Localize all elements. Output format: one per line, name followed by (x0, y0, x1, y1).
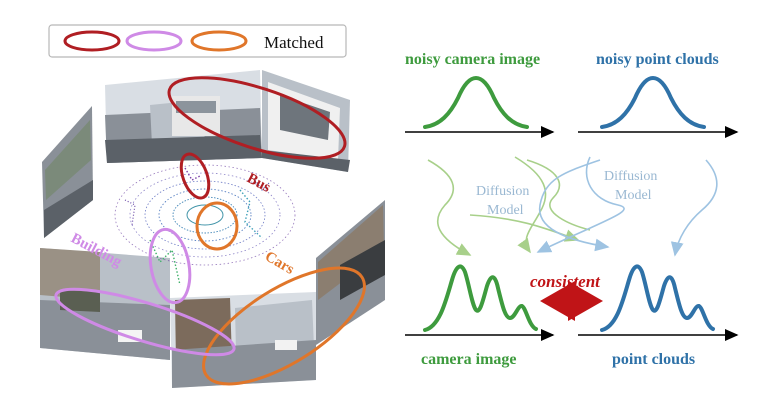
label-bus: Bus (244, 170, 273, 196)
label-cars: Cars (262, 249, 297, 278)
lidar-diffusion-arrow-3 (536, 156, 625, 253)
matched-ellipses (54, 76, 366, 386)
lidar-diffusion-arrow-1 (538, 159, 610, 252)
surround-camera-panels (40, 70, 385, 388)
legend-label: Matched (264, 33, 324, 52)
noisy-lidar-label: noisy point clouds (596, 51, 719, 68)
diffusion-arrows (427, 156, 718, 257)
bus-lidar-ellipse (179, 152, 211, 200)
diffusion-model-label-lidar-line1: Diffusion (604, 169, 657, 184)
point-clouds-label: point clouds (612, 351, 695, 368)
bus-image-ellipse (167, 76, 347, 160)
legend-box: Matched (48, 24, 347, 58)
consistent-label: consistent (530, 272, 601, 291)
camera-panel-back-left (40, 248, 170, 360)
camera-panel-back-right (316, 200, 385, 345)
noisy-lidar-gaussian (600, 75, 706, 129)
building-image-ellipse (54, 287, 236, 357)
lidar-diffusion-arrow-2 (670, 159, 718, 257)
lidar-multimodal-curve (600, 264, 715, 332)
camera-multimodal-curve (423, 264, 538, 332)
cars-lidar-ellipse (195, 201, 239, 251)
diffusion-model-label-camera-line2: Model (487, 203, 524, 218)
diffusion-model-label-lidar-line2: Model (615, 188, 652, 203)
legend-swatch-bus (63, 30, 121, 52)
noisy-camera-gaussian (423, 75, 529, 129)
camera-panel-back (170, 292, 316, 388)
legend-swatch-cars (190, 30, 248, 52)
noisy-camera-label: noisy camera image (405, 51, 540, 68)
camera-panel-front-left (42, 106, 93, 238)
camera-diffusion-arrow-2 (469, 159, 590, 240)
lidar-point-cloud (114, 164, 296, 286)
cars-image-ellipse (202, 266, 366, 386)
legend-swatch-building (125, 30, 183, 52)
building-lidar-ellipse (148, 227, 192, 305)
diffusion-model-label-camera-line1: Diffusion (476, 184, 529, 199)
camera-diffusion-arrow-1 (427, 159, 472, 256)
camera-image-label: camera image (421, 351, 517, 368)
camera-panel-front (105, 70, 262, 163)
